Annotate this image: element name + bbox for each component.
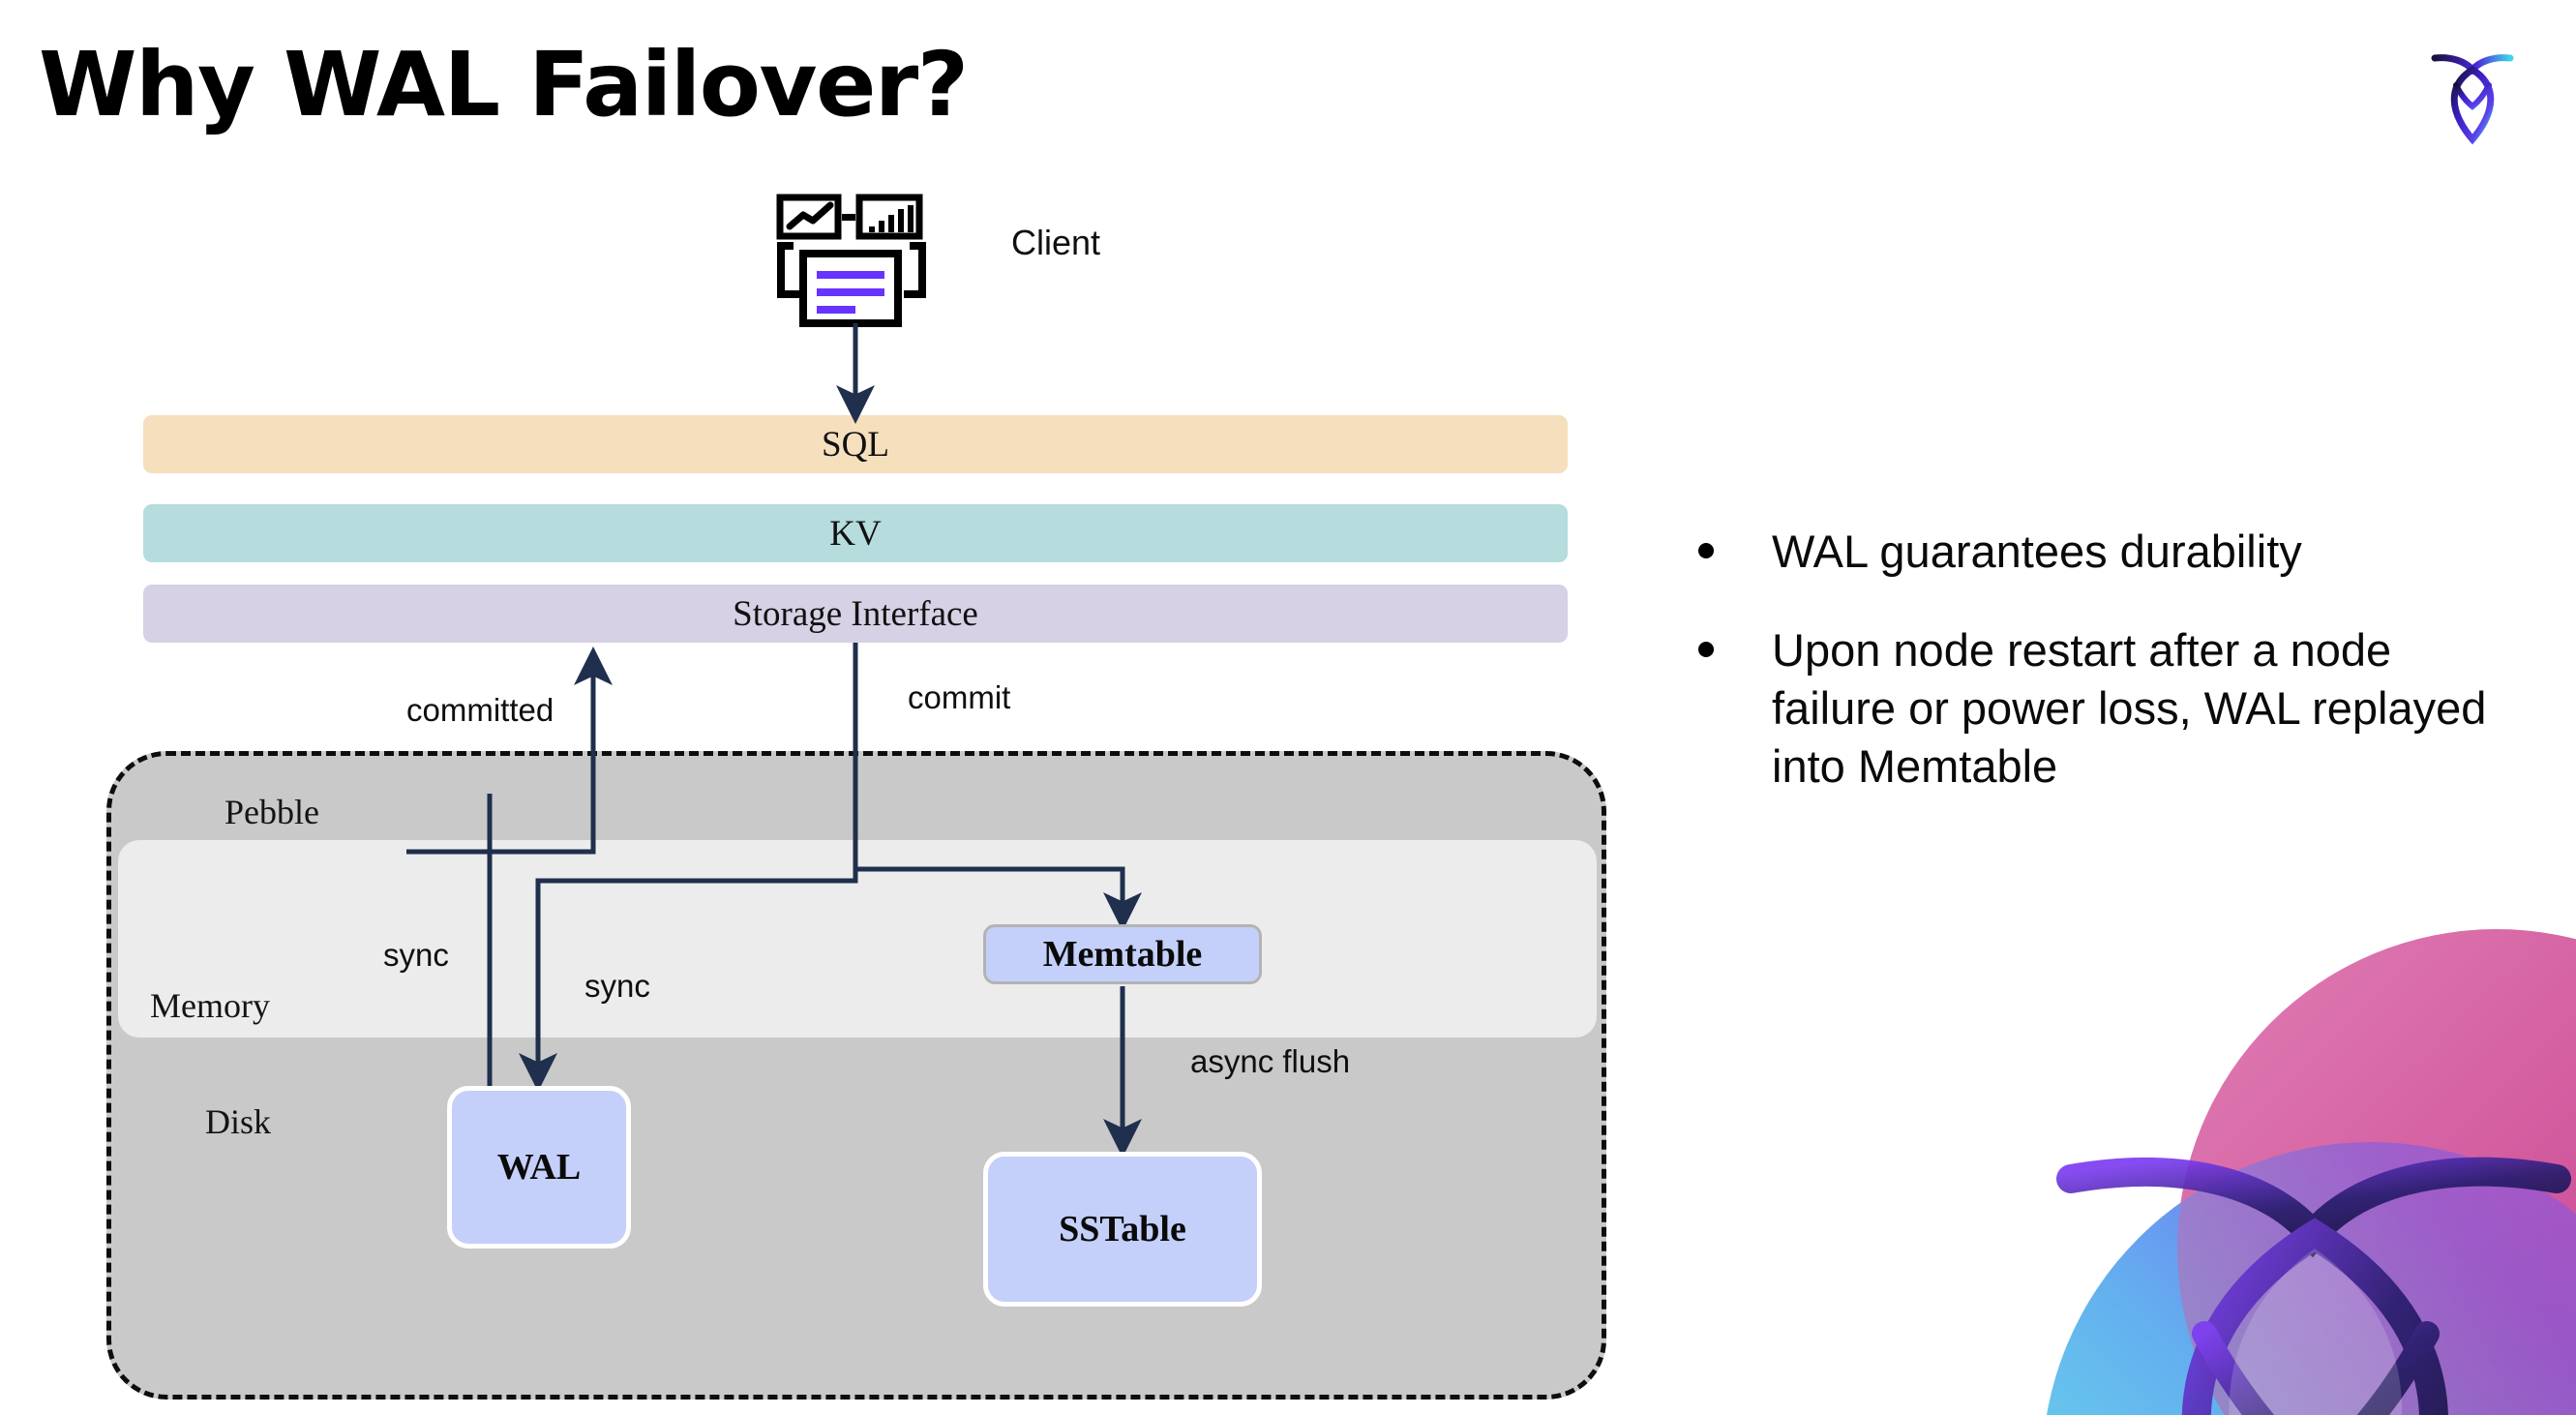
- memory-label: Memory: [150, 986, 270, 1025]
- node-wal: WAL: [447, 1086, 631, 1249]
- edge-label-commit: commit: [908, 679, 1011, 715]
- decorative-circles-graphic: [1955, 929, 2576, 1415]
- edge-label-async-flush: async flush: [1190, 1043, 1351, 1079]
- node-sstable: SSTable: [983, 1152, 1262, 1307]
- edge-label-sync-right: sync: [584, 968, 650, 1004]
- pebble-label: Pebble: [225, 793, 319, 831]
- node-memtable: Memtable: [983, 924, 1262, 984]
- edge-label-sync-left: sync: [383, 937, 449, 973]
- list-item: WAL guarantees durability: [1698, 523, 2492, 581]
- list-item: Upon node restart after a node failure o…: [1698, 621, 2492, 796]
- memory-region: [118, 840, 1597, 1038]
- client-dashboard-icon: [774, 194, 929, 329]
- layer-bar-kv: KV: [143, 504, 1568, 562]
- edge-label-committed: committed: [406, 692, 554, 728]
- bullet-text: WAL guarantees durability: [1772, 526, 2302, 577]
- layer-bar-storage-interface: Storage Interface: [143, 585, 1568, 643]
- bullet-dot-icon: [1698, 642, 1714, 658]
- bullet-list: WAL guarantees durability Upon node rest…: [1698, 523, 2492, 837]
- disk-label: Disk: [205, 1102, 272, 1141]
- page-title: Why WAL Failover?: [39, 33, 969, 136]
- bullet-dot-icon: [1698, 543, 1714, 558]
- client-label: Client: [1011, 223, 1101, 262]
- layer-bar-sql: SQL: [143, 415, 1568, 473]
- bullet-text: Upon node restart after a node failure o…: [1772, 624, 2487, 793]
- cockroachdb-logo: [2410, 37, 2535, 163]
